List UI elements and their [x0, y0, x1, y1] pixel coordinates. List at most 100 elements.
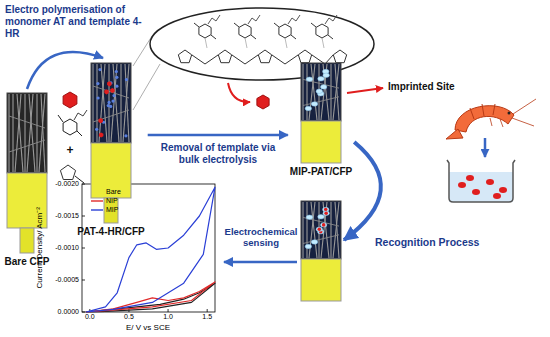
fiber: [309, 64, 315, 120]
thiazole-ring: [258, 50, 271, 63]
tick-label: 0.5: [124, 313, 134, 321]
fiber: [9, 116, 45, 128]
hydroxyl-bond: [211, 35, 216, 39]
edge-label: Removal of template via bulk electrolysi…: [153, 142, 283, 166]
process-label: Recognition Process: [375, 236, 479, 249]
tick-label: -0.0005: [55, 276, 79, 284]
template-hexagon: [98, 118, 103, 123]
fiber: [303, 235, 339, 244]
thiazole-ring: [60, 165, 75, 180]
h-bond: [285, 38, 287, 48]
hydroxyl-bond: [274, 23, 279, 27]
analyte-blob: [499, 187, 507, 193]
fiber: [111, 64, 117, 142]
fiber: [120, 64, 121, 142]
carbon-fiber-paper: [301, 201, 341, 259]
electrode-holder: [91, 143, 131, 198]
imprinted-site: [318, 215, 324, 219]
polymer-dot: [107, 104, 110, 107]
bound-analyte: [324, 208, 328, 212]
imprinted-site: [323, 73, 329, 77]
flow-arrow: [148, 134, 288, 137]
hydroxyl-bond: [234, 23, 239, 27]
zoom-line: [133, 64, 160, 110]
hexylresorcinol: [239, 24, 251, 38]
bound-analyte: [324, 211, 328, 215]
hydroxyl-bond: [77, 131, 82, 136]
fiber: [306, 64, 307, 120]
hexyl-chain: [248, 15, 260, 24]
polymer-dot: [95, 128, 98, 131]
hexylresorcinol: [316, 24, 328, 38]
fiber: [333, 64, 339, 120]
fiber: [15, 94, 21, 172]
hexyl-chain: [325, 15, 337, 24]
shrimp-body: [455, 106, 514, 132]
fiber: [36, 94, 37, 172]
template-hexagon: [110, 88, 115, 93]
fiber: [302, 64, 303, 120]
hydroxyl-bond: [291, 35, 296, 39]
analyte-blob: [493, 193, 501, 199]
polymer-dot: [96, 82, 99, 85]
zoom-line: [133, 36, 152, 66]
tick: [82, 312, 85, 313]
polymer-bond: [232, 55, 245, 64]
h-bond: [245, 38, 247, 48]
electrode-holder: [301, 259, 341, 301]
shrimp-segment: [493, 104, 495, 115]
fiber: [12, 94, 13, 172]
fiber: [309, 202, 315, 258]
electrode: [300, 62, 342, 164]
tick: [82, 280, 85, 281]
fiber: [302, 202, 303, 258]
hydroxyl-bond: [311, 23, 316, 27]
flow-arrow: [344, 142, 381, 240]
plus-sign: +: [66, 143, 73, 157]
hexylresorcinol: [63, 119, 77, 135]
hexylresorcinol: [279, 24, 291, 38]
h-bond: [322, 38, 324, 48]
imprinted-site: [316, 89, 322, 93]
imprinted-site: [305, 244, 311, 248]
legend-text: NIP: [106, 197, 118, 205]
beaker-liquid: [449, 172, 513, 202]
hexyl-chain: [208, 15, 220, 24]
thiazole-ring: [298, 50, 311, 63]
fiber: [24, 94, 25, 172]
legend-text: MIP: [106, 206, 118, 214]
shrimp-leg: [490, 118, 492, 126]
thiazole-ring: [333, 50, 346, 63]
cv-curve: [86, 187, 215, 312]
imprinted-site: [323, 211, 329, 215]
analyte-blob: [486, 179, 494, 185]
hydroxyl-bond: [194, 23, 199, 27]
shrimp-segment: [482, 104, 484, 116]
analyte-blob: [458, 182, 466, 188]
hydroxyl-bond: [328, 35, 333, 39]
polymer-dot: [107, 101, 110, 104]
polymer-dot: [115, 85, 118, 88]
fiber: [303, 97, 339, 106]
electrode-label: MIP-PAT/CFP: [290, 166, 352, 178]
tick: [82, 184, 85, 185]
thiazole-ring: [218, 50, 231, 63]
imprinted-site: [306, 215, 312, 219]
bound-analyte: [317, 227, 321, 231]
edge-label: Electro polymerisation of monomer AT and…: [5, 4, 145, 40]
electrode-node: Recognition Process: [300, 200, 342, 302]
polymer-dot: [98, 68, 101, 71]
polymer-dot: [96, 96, 99, 99]
fiber: [9, 140, 45, 152]
imprinted-site: [311, 102, 317, 106]
fiber: [93, 86, 129, 98]
shrimp-tail: [446, 129, 463, 139]
tick-label: 1.0: [163, 313, 173, 321]
electrode-node: MIP-PAT/CFP: [290, 62, 352, 178]
analyte-blob: [472, 189, 480, 195]
fiber: [99, 64, 105, 142]
edge-label: Electrochemical sensing: [222, 226, 300, 249]
tick-label: -0.0020: [55, 180, 79, 188]
